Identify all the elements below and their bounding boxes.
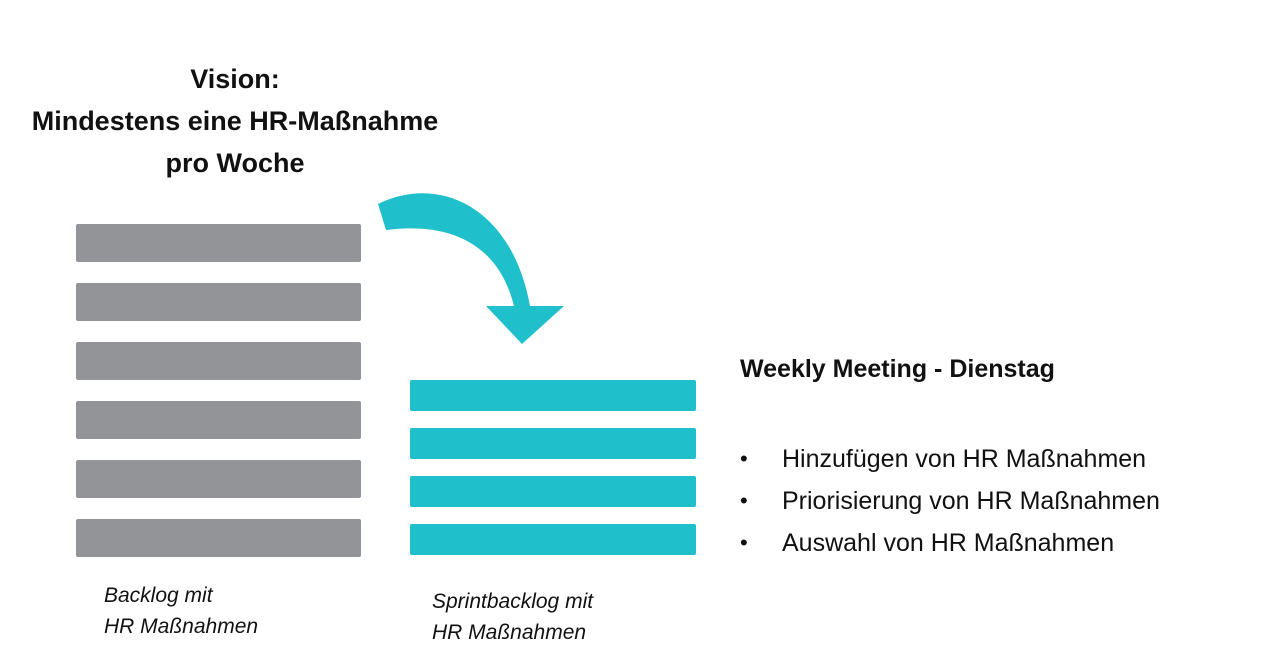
meeting-title: Weekly Meeting - Dienstag	[740, 355, 1055, 383]
list-item: • Auswahl von HR Maßnahmen	[740, 522, 1160, 564]
backlog-stack	[76, 224, 361, 578]
bullet-icon: •	[740, 488, 748, 513]
sprintbacklog-item-bar	[410, 476, 696, 507]
bullet-icon: •	[740, 530, 748, 555]
arrow-shape	[378, 193, 564, 344]
meeting-list: • Hinzufügen von HR Maßnahmen • Priorisi…	[740, 438, 1160, 564]
vision-title: Vision: Mindestens eine HR-Maßnahme pro …	[0, 58, 470, 184]
bullet-icon: •	[740, 446, 748, 471]
backlog-caption-line-2: HR Maßnahmen	[104, 615, 259, 638]
curved-down-arrow-icon	[378, 193, 564, 344]
vision-line-1: Vision:	[190, 64, 280, 94]
sprintbacklog-stack	[410, 380, 696, 572]
backlog-item-bar	[76, 401, 361, 439]
list-item-text: Hinzufügen von HR Maßnahmen	[782, 445, 1147, 473]
sprintbacklog-item-bar	[410, 428, 696, 459]
backlog-item-bar	[76, 283, 361, 321]
backlog-item-bar	[76, 460, 361, 498]
vision-line-2: Mindestens eine HR-Maßnahme	[31, 106, 439, 136]
backlog-item-bar	[76, 342, 361, 380]
backlog-item-bar	[76, 519, 361, 557]
backlog-caption-line-1: Backlog mit	[104, 584, 213, 607]
sprintbacklog-caption: Sprintbacklog mit HR Maßnahmen	[432, 586, 593, 648]
sprintbacklog-item-bar	[410, 380, 696, 411]
backlog-item-bar	[76, 224, 361, 262]
sprintbacklog-caption-line-1: Sprintbacklog mit	[432, 590, 594, 613]
sprintbacklog-item-bar	[410, 524, 696, 555]
list-item-text: Auswahl von HR Maßnahmen	[782, 529, 1115, 557]
list-item: • Priorisierung von HR Maßnahmen	[740, 480, 1160, 522]
list-item: • Hinzufügen von HR Maßnahmen	[740, 438, 1160, 480]
backlog-caption: Backlog mit HR Maßnahmen	[104, 580, 258, 642]
sprintbacklog-caption-line-2: HR Maßnahmen	[432, 621, 587, 644]
vision-line-3: pro Woche	[165, 148, 305, 178]
list-item-text: Priorisierung von HR Maßnahmen	[782, 487, 1160, 515]
